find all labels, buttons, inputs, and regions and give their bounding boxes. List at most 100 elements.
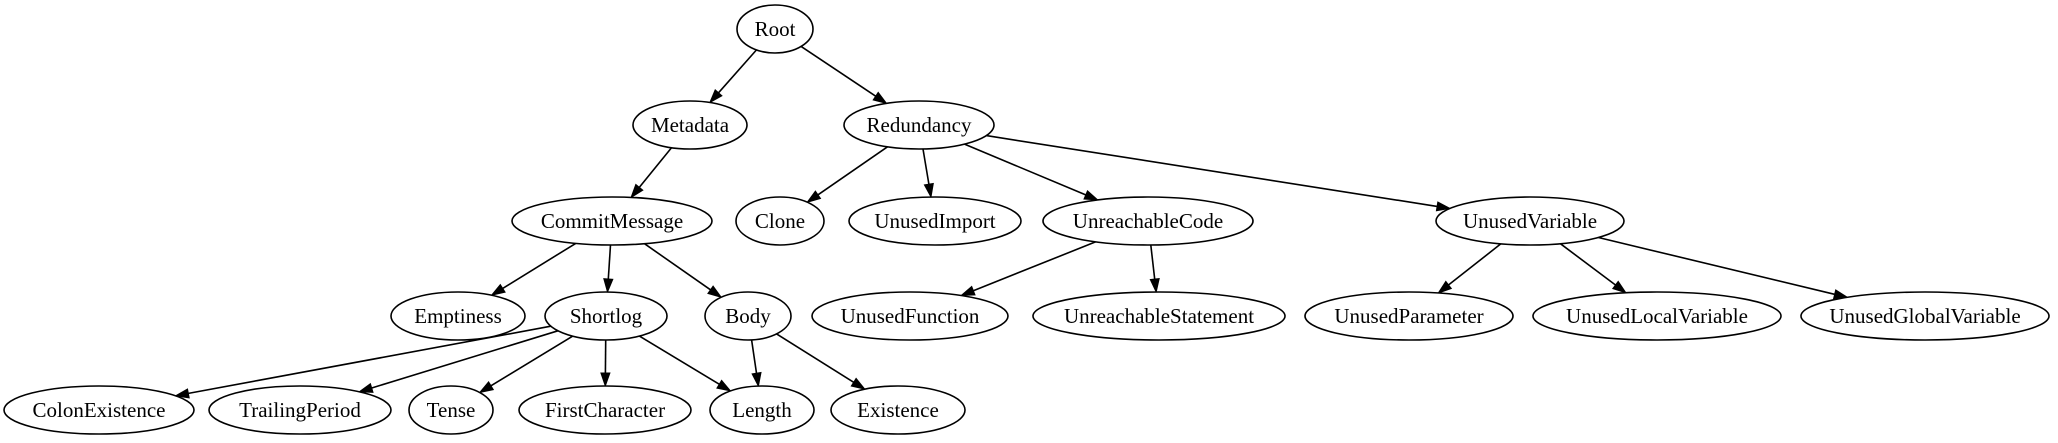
node-label: Root xyxy=(755,17,796,41)
edge-arrowhead xyxy=(1083,189,1100,201)
node-CommitMessage: CommitMessage xyxy=(511,196,713,246)
node-label: UnreachableStatement xyxy=(1064,304,1254,328)
edge-arrowhead xyxy=(1149,278,1160,294)
edge-line xyxy=(750,339,758,374)
node-ellipse xyxy=(811,291,1009,341)
edge-Body-Existence xyxy=(776,333,867,391)
node-UnusedGlobalVariable: UnusedGlobalVariable xyxy=(1800,291,2050,341)
edge-Shortlog-Length xyxy=(638,335,732,392)
edge-Body-Length xyxy=(750,339,762,388)
node-UnusedVariable: UnusedVariable xyxy=(1435,196,1625,246)
node-label: UnusedFunction xyxy=(841,304,980,328)
node-ellipse xyxy=(1032,291,1286,341)
node-ellipse xyxy=(544,291,668,341)
node-UnusedLocalVariable: UnusedLocalVariable xyxy=(1532,291,1782,341)
edge-UnusedVariable-UnusedGlobalVariable xyxy=(1598,236,1849,300)
edge-Redundancy-UnusedVariable xyxy=(986,134,1452,212)
node-label: Length xyxy=(732,398,792,422)
node-UnusedImport: UnusedImport xyxy=(848,196,1022,246)
node-Length: Length xyxy=(709,385,815,435)
node-TrailingPeriod: TrailingPeriod xyxy=(208,385,392,435)
edge-Shortlog-FirstCharacter xyxy=(600,339,611,388)
node-Redundancy: Redundancy xyxy=(843,100,995,150)
node-UnreachableStatement: UnreachableStatement xyxy=(1032,291,1286,341)
edge-UnusedVariable-UnusedLocalVariable xyxy=(1559,243,1628,294)
edge-line xyxy=(922,148,930,185)
node-UnreachableCode: UnreachableCode xyxy=(1042,196,1254,246)
node-label: UnreachableCode xyxy=(1073,209,1223,233)
node-label: Body xyxy=(725,304,771,328)
node-label: Tense xyxy=(427,398,476,422)
node-ellipse xyxy=(1435,196,1625,246)
edge-Root-Redundancy xyxy=(800,45,888,105)
edge-line xyxy=(644,243,711,291)
node-ellipse xyxy=(843,100,995,150)
edge-line xyxy=(986,134,1438,208)
node-Clone: Clone xyxy=(735,196,825,246)
node-UnusedParameter: UnusedParameter xyxy=(1304,291,1514,341)
edge-line xyxy=(607,244,612,280)
edge-CommitMessage-Emptiness xyxy=(490,242,577,297)
edge-CommitMessage-Shortlog xyxy=(603,244,614,294)
edge-line xyxy=(717,49,758,94)
node-Existence: Existence xyxy=(830,385,966,435)
edge-arrowhead xyxy=(959,285,976,297)
edge-arrowhead xyxy=(630,183,644,199)
edge-UnreachableCode-UnreachableStatement xyxy=(1149,244,1160,294)
edge-arrowhead xyxy=(357,382,374,393)
edge-arrowhead xyxy=(872,91,888,105)
edge-line xyxy=(1559,243,1616,286)
node-label: Clone xyxy=(755,209,805,233)
edge-line xyxy=(1150,244,1156,280)
node-ellipse xyxy=(632,100,748,150)
edge-arrowhead xyxy=(708,88,723,104)
node-ellipse xyxy=(518,385,692,435)
node-label: TrailingPeriod xyxy=(239,398,361,422)
edge-arrowhead xyxy=(1437,280,1453,294)
edge-UnreachableCode-UnusedFunction xyxy=(959,241,1097,297)
node-label: ColonExistence xyxy=(33,398,166,422)
node-ellipse xyxy=(511,196,713,246)
node-label: Shortlog xyxy=(570,304,643,328)
edge-arrowhead xyxy=(850,377,867,391)
node-Metadata: Metadata xyxy=(632,100,748,150)
edge-arrowhead xyxy=(751,371,762,388)
node-label: Metadata xyxy=(651,113,730,137)
node-label: UnusedLocalVariable xyxy=(1566,304,1748,328)
node-ellipse xyxy=(709,385,815,435)
node-label: Emptiness xyxy=(414,304,502,328)
node-ellipse xyxy=(408,385,494,435)
edge-line xyxy=(800,45,877,97)
edge-arrowhead xyxy=(716,379,732,392)
node-ellipse xyxy=(704,291,792,341)
node-label: Redundancy xyxy=(867,113,972,137)
node-UnusedFunction: UnusedFunction xyxy=(811,291,1009,341)
edge-arrowhead xyxy=(490,283,506,297)
edge-arrowhead xyxy=(600,372,611,388)
edge-line xyxy=(638,147,673,188)
edge-line xyxy=(964,143,1087,196)
edge-line xyxy=(776,333,855,383)
node-Tense: Tense xyxy=(408,385,494,435)
node-label: UnusedImport xyxy=(874,209,995,233)
node-label: Existence xyxy=(857,398,939,422)
edge-UnusedVariable-UnusedParameter xyxy=(1437,243,1502,294)
node-ColonExistence: ColonExistence xyxy=(3,385,195,435)
node-ellipse xyxy=(208,385,392,435)
node-label: FirstCharacter xyxy=(545,398,665,422)
node-Root: Root xyxy=(736,4,814,54)
edge-line xyxy=(490,335,574,387)
edge-line xyxy=(638,335,720,385)
edge-line xyxy=(1448,243,1502,286)
edge-line xyxy=(1598,236,1835,296)
edge-Root-Metadata xyxy=(708,49,758,104)
edge-Redundancy-UnusedImport xyxy=(922,148,934,199)
node-FirstCharacter: FirstCharacter xyxy=(518,385,692,435)
node-ellipse xyxy=(736,4,814,54)
node-label: UnusedGlobalVariable xyxy=(1829,304,2020,328)
node-ellipse xyxy=(1800,291,2050,341)
node-ellipse xyxy=(1532,291,1782,341)
edge-arrowhead xyxy=(174,388,190,399)
